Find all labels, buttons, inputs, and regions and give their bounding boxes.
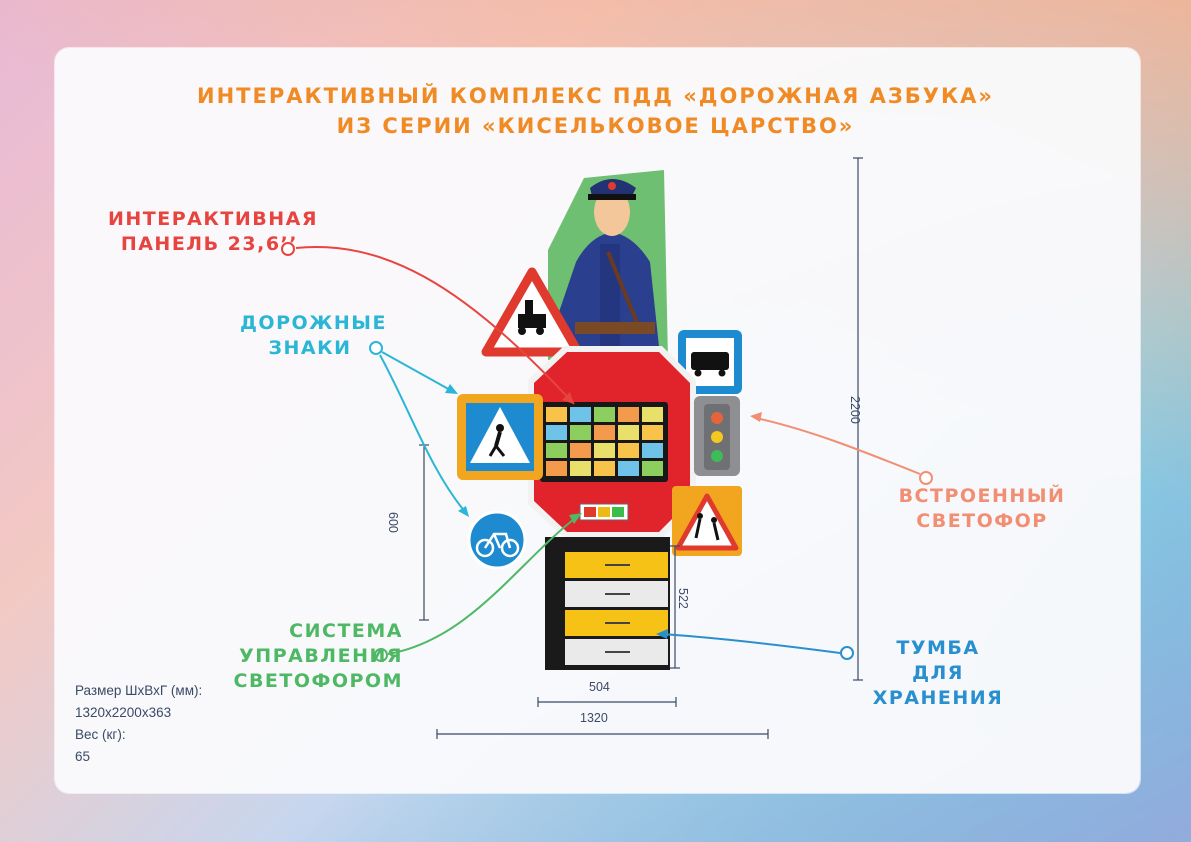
panel-tile (594, 425, 615, 440)
panel-tile (546, 407, 567, 422)
panel-tile (594, 407, 615, 422)
policeman-figure (544, 170, 668, 360)
panel-tile (546, 425, 567, 440)
traffic-light (694, 396, 740, 476)
callout-signs-arrow (369, 341, 469, 517)
panel-tile (570, 443, 591, 458)
panel-tile (642, 407, 663, 422)
dimension-panel-height: 600 (386, 512, 400, 533)
label-system-line2: СВЕТОФОРОМ (233, 670, 403, 692)
title-line-2: ИЗ СЕРИИ «КИСЕЛЬКОВОЕ ЦАРСТВО» (336, 114, 855, 138)
spec-size-label: Размер ШхВхГ (мм): (75, 683, 203, 698)
label-light-line2: СВЕТОФОР (916, 510, 1048, 532)
dimension-width-total: 1320 (580, 711, 608, 725)
label-panel-line2: ПАНЕЛЬ 23,6’’ (120, 233, 298, 255)
spec-weight-value: 65 (75, 749, 91, 764)
panel-tile (642, 461, 663, 476)
panel-tile (618, 425, 639, 440)
label-signs-line1: ДОРОЖНЫЕ (240, 312, 387, 334)
label-storage-cabinet: ТУМБА ДЛЯ ХРАНЕНИЯ (868, 636, 1008, 711)
storage-cabinet (545, 537, 670, 670)
label-built-in-light: ВСТРОЕННЫЙ СВЕТОФОР (882, 484, 1082, 534)
panel-tile (546, 461, 567, 476)
dimension-cabinet-height: 522 (676, 588, 690, 609)
callout-panel-arrow (281, 242, 575, 405)
label-tumba-line2: ХРАНЕНИЯ (872, 687, 1004, 709)
callout-light-arrow (750, 412, 933, 485)
label-control-system: СИСТЕМА УПРАВЛЕНИЯ СВЕТОФОРОМ (135, 619, 403, 694)
panel-tile (618, 461, 639, 476)
label-interactive-panel: ИНТЕРАКТИВНАЯ ПАНЕЛЬ 23,6’’ (108, 207, 318, 257)
spec-size-value: 1320x2200x363 (75, 705, 172, 720)
panel-tile (618, 407, 639, 422)
dimension-lines (419, 157, 863, 739)
spec-weight-label: Вес (кг): (75, 727, 126, 742)
children-crossing-sign (672, 486, 742, 556)
label-system-line1: СИСТЕМА УПРАВЛЕНИЯ (239, 620, 403, 667)
label-panel-line1: ИНТЕРАКТИВНАЯ (108, 208, 318, 230)
panel-tile (570, 425, 591, 440)
panel-tile (594, 443, 615, 458)
spec-block: Размер ШхВхГ (мм): 1320x2200x363 Вес (кг… (75, 680, 202, 768)
panel-tile (642, 443, 663, 458)
panel-tile (546, 443, 567, 458)
panel-tile (570, 461, 591, 476)
panel-tile (618, 443, 639, 458)
interactive-panel (540, 402, 668, 482)
dimension-cabinet-width: 504 (589, 680, 610, 694)
label-signs-line2: ЗНАКИ (268, 337, 352, 359)
traffic-light-control (579, 503, 629, 521)
callout-system-arrow (374, 513, 582, 662)
pedestrian-crossing-sign (457, 394, 543, 480)
panel-tile (594, 461, 615, 476)
railway-crossing-sign (481, 267, 583, 357)
label-road-signs: ДОРОЖНЫЕ ЗНАКИ (240, 311, 387, 361)
callout-tumba-arrow (656, 629, 854, 660)
panel-tile (642, 425, 663, 440)
label-tumba-line1: ТУМБА ДЛЯ (896, 637, 980, 684)
label-light-line1: ВСТРОЕННЫЙ (898, 485, 1066, 507)
panel-tile (570, 407, 591, 422)
bicycle-sign (467, 510, 527, 570)
title-line-1: ИНТЕРАКТИВНЫЙ КОМПЛЕКС ПДД «ДОРОЖНАЯ АЗБ… (197, 84, 994, 108)
dimension-height-total: 2200 (848, 396, 862, 424)
